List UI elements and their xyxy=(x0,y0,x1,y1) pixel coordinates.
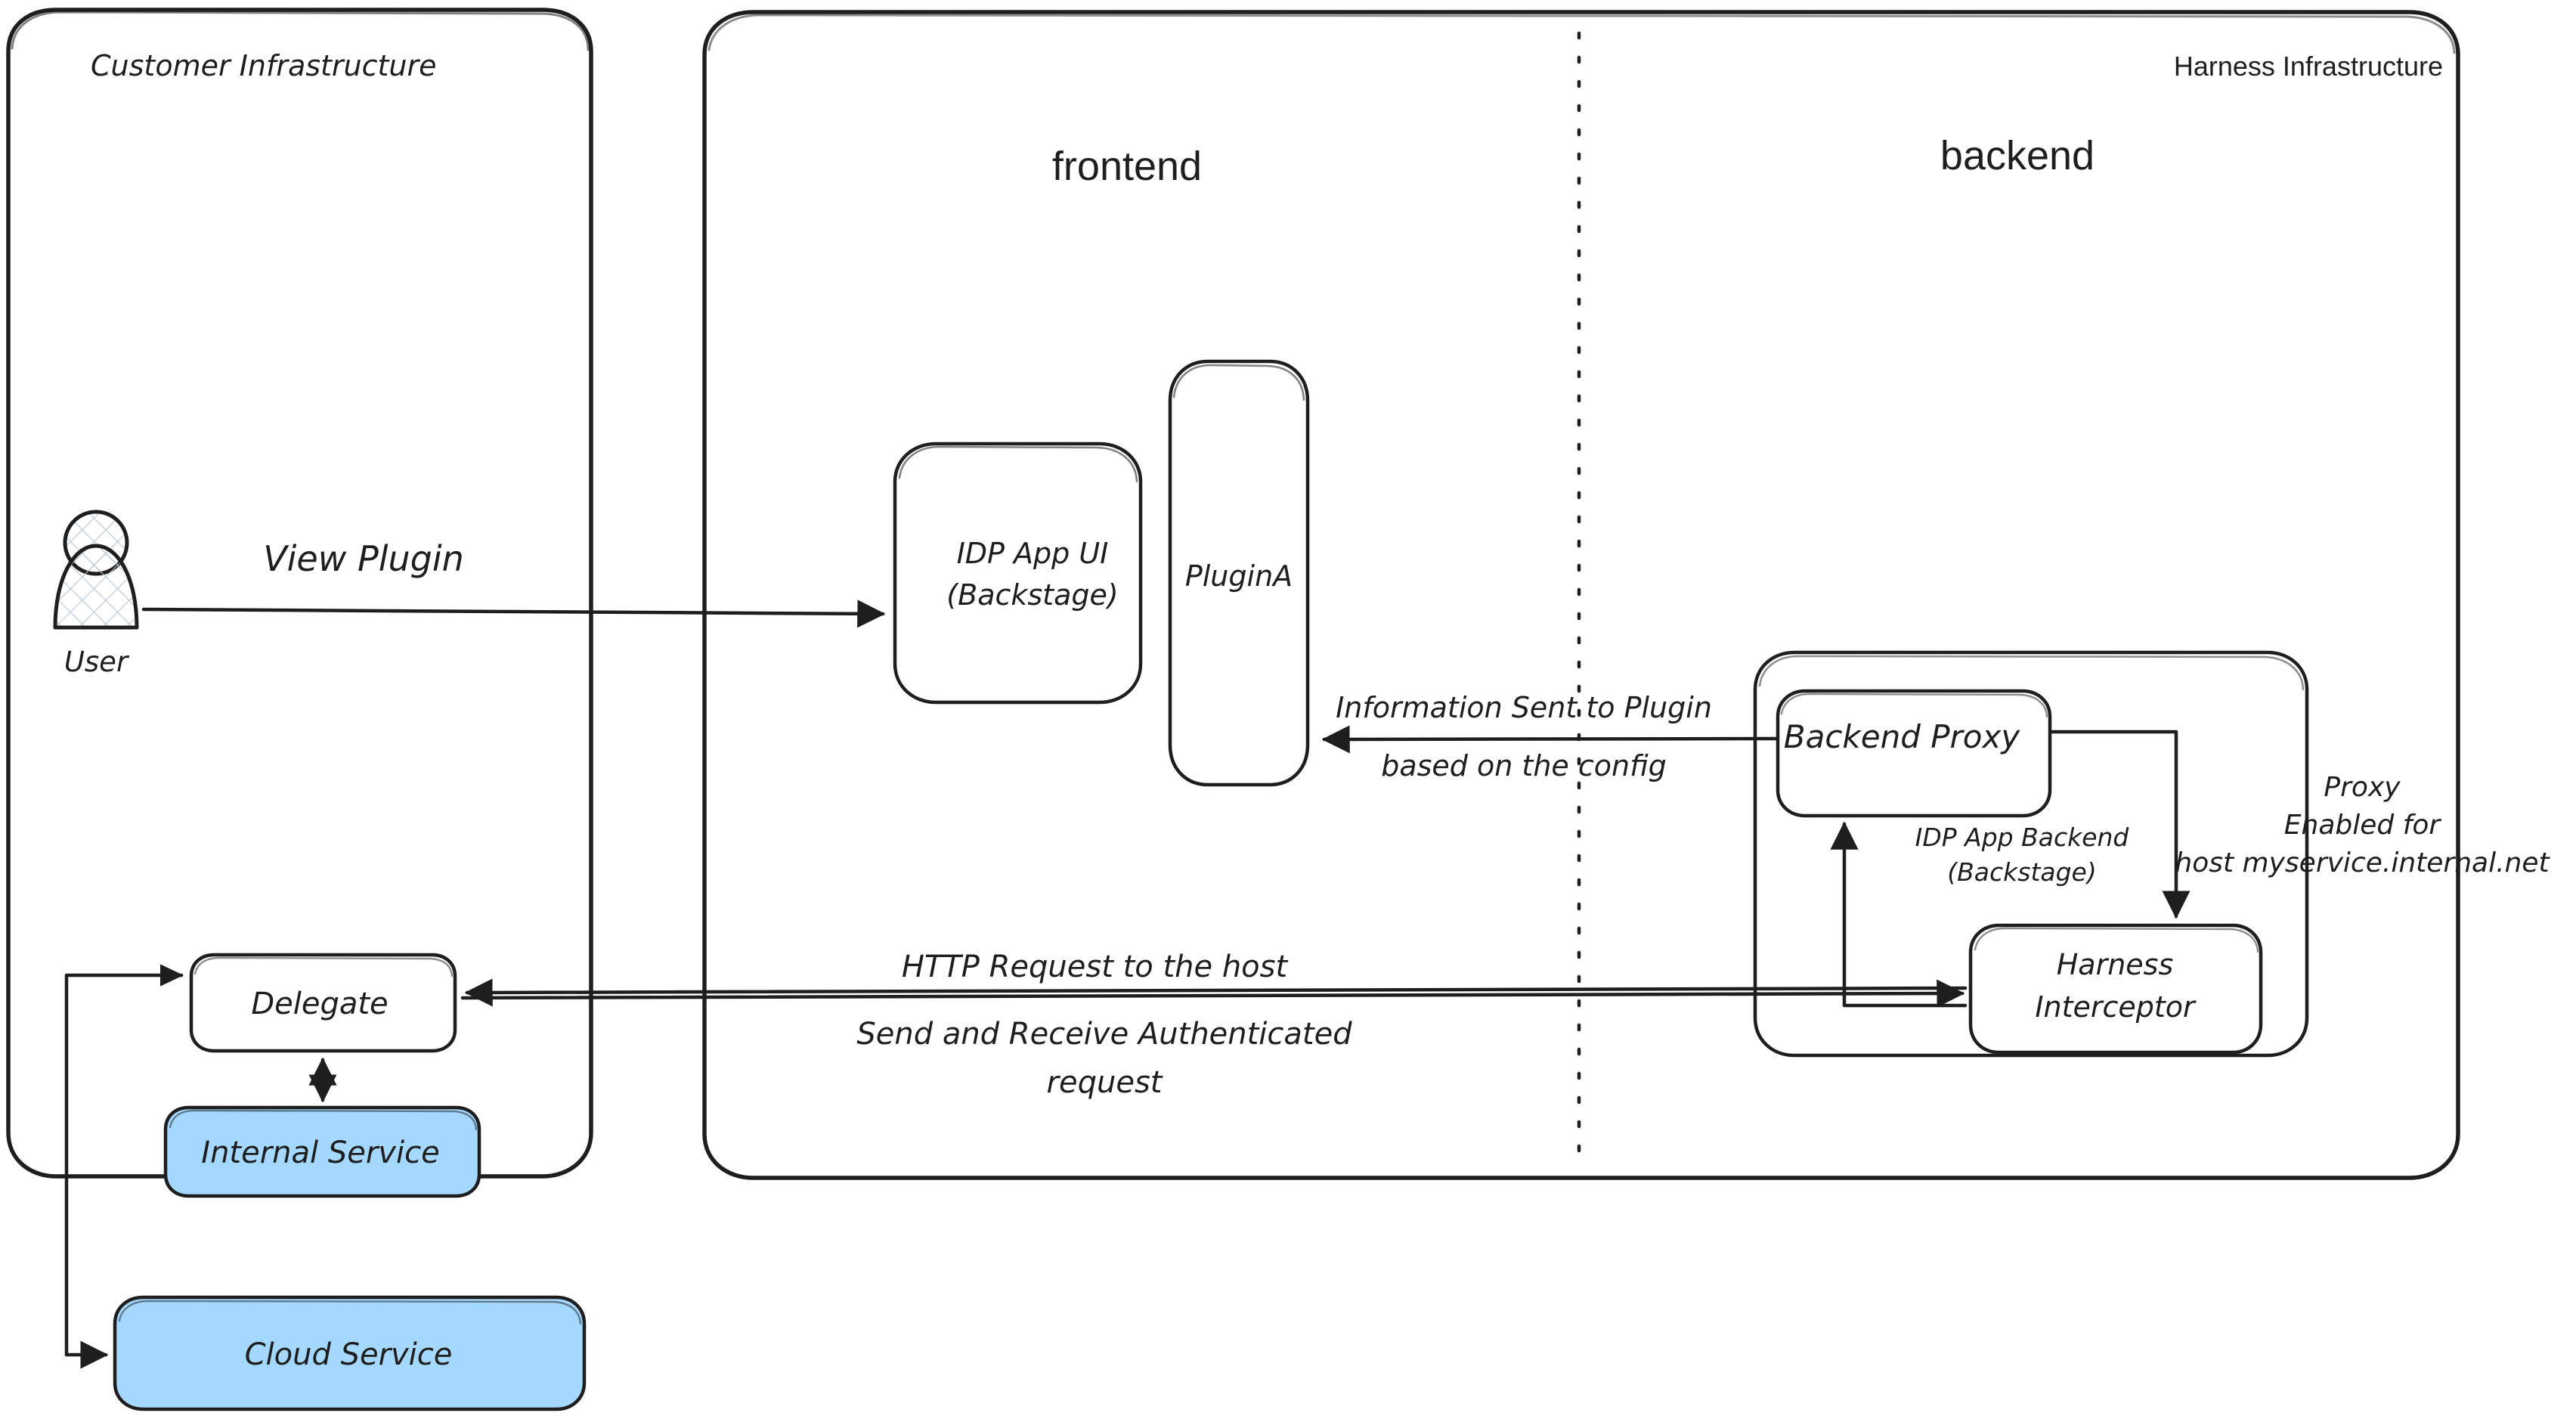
node-idp-app-ui[interactable] xyxy=(893,442,1143,705)
edge-label-send-receive-line1: Send and Receive Authenticated xyxy=(856,1017,1352,1052)
edge-label-information-sent-line1: Information Sent to Plugin xyxy=(1336,691,1712,724)
proxy-enabled-label-line2: Enabled for xyxy=(2284,810,2442,841)
cloud-service-label: Cloud Service xyxy=(245,1337,453,1372)
edge-send-receive xyxy=(460,979,1965,1008)
zone-label-frontend: frontend xyxy=(1052,144,1202,189)
harness-interceptor-label-line1: Harness xyxy=(2057,948,2174,981)
edge-delegate-to-cloud-left xyxy=(64,964,184,1357)
node-harness-interceptor[interactable] xyxy=(1968,923,2263,1055)
edge-interceptor-to-proxy xyxy=(1830,821,1968,1008)
edge-proxy-to-interceptor xyxy=(2049,730,2191,919)
node-plugin-a[interactable] xyxy=(1168,359,1310,787)
harness-interceptor-label-line2: Interceptor xyxy=(2035,990,2197,1024)
node-backend-proxy[interactable] xyxy=(1776,689,2052,818)
node-idp-app-backend-container xyxy=(1753,650,2309,1058)
edge-http-request xyxy=(464,978,1968,1007)
edge-label-information-sent-line2: based on the config xyxy=(1381,749,1667,782)
node-internal-service[interactable] xyxy=(163,1105,481,1198)
edge-label-http-request: HTTP Request to the host xyxy=(902,950,1289,984)
edge-label-view-plugin: View Plugin xyxy=(263,538,464,579)
customer-infrastructure-label: Customer Infrastructure xyxy=(91,49,437,82)
edge-label-send-receive-line2: request xyxy=(1047,1065,1163,1100)
idp-app-ui-label-line2: (Backstage) xyxy=(946,578,1118,612)
harness-infrastructure-panel xyxy=(702,10,2460,1180)
customer-infrastructure-panel xyxy=(6,8,593,1179)
backend-proxy-label: Backend Proxy xyxy=(1784,718,2021,755)
idp-app-backend-label-line1: IDP App Backend xyxy=(1915,823,2130,852)
harness-infrastructure-label: Harness Infrastructure xyxy=(2174,51,2443,82)
delegate-label: Delegate xyxy=(251,987,388,1021)
edge-view-plugin xyxy=(141,600,886,628)
proxy-enabled-label-line3: host myservice.internal.net xyxy=(2175,847,2550,878)
user-icon xyxy=(53,510,139,630)
node-cloud-service[interactable] xyxy=(113,1295,587,1411)
idp-app-backend-label-line2: (Backstage) xyxy=(1947,857,2096,887)
idp-app-ui-label-line1: IDP App UI xyxy=(957,537,1109,570)
plugin-a-label: PluginA xyxy=(1185,559,1293,593)
zone-label-backend: backend xyxy=(1940,133,2095,178)
node-delegate[interactable] xyxy=(189,953,457,1053)
user-label: User xyxy=(64,646,130,678)
proxy-enabled-label-line1: Proxy xyxy=(2324,772,2401,803)
internal-service-label: Internal Service xyxy=(201,1136,439,1170)
